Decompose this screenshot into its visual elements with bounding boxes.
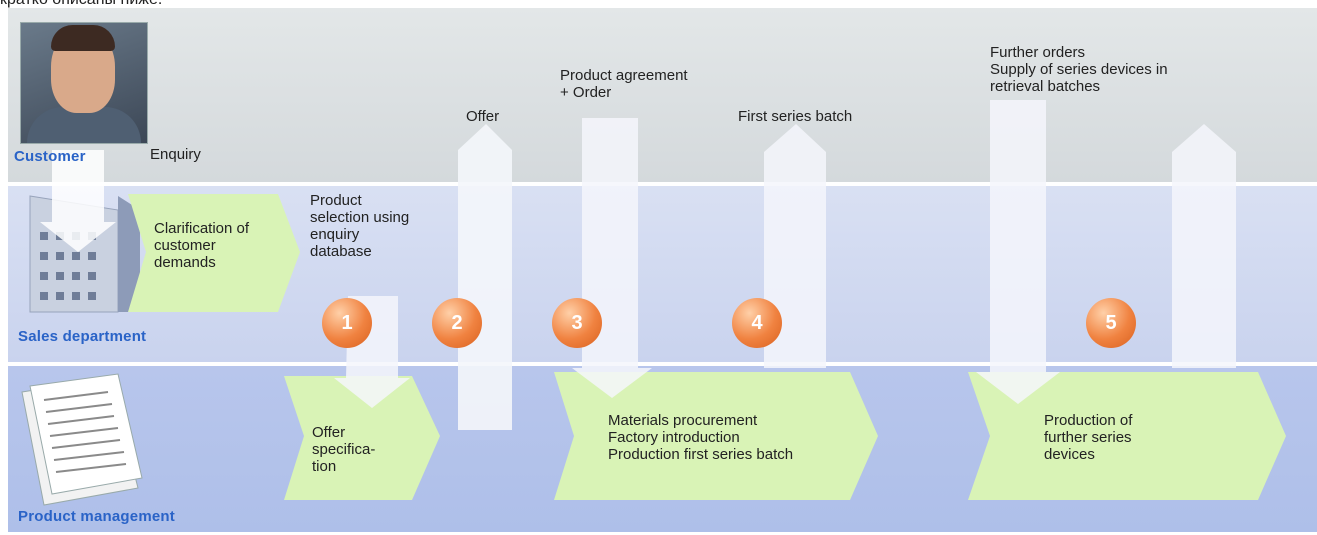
production-label: Production of further series devices xyxy=(1044,412,1133,463)
order-down-arrow xyxy=(572,118,652,398)
materials-chevron xyxy=(554,372,878,500)
offer-up-arrow xyxy=(458,124,512,430)
selection-label: Product selection using enquiry database xyxy=(310,192,410,260)
enquiry-label: Enquiry xyxy=(150,146,201,163)
supply-up-arrow xyxy=(1172,124,1236,368)
step-5-badge: 5 xyxy=(1086,298,1136,348)
offer-spec-chevron xyxy=(284,376,440,500)
step-3-badge: 3 xyxy=(552,298,602,348)
materials-label: Materials procurement Factory introducti… xyxy=(608,412,794,463)
clarification-label: Clarification of customer demands xyxy=(154,220,250,271)
documents-icon xyxy=(21,373,143,506)
customer-photo xyxy=(20,22,148,144)
top-caption: кратко описаны ниже. xyxy=(0,0,162,9)
lane-label-product: Product management xyxy=(18,508,175,525)
first-batch-up-arrow xyxy=(764,124,826,368)
step-2-badge: 2 xyxy=(432,298,482,348)
agreement-label: Product agreement + Order xyxy=(560,67,688,101)
step-4-badge: 4 xyxy=(732,298,782,348)
lane-label-sales: Sales department xyxy=(18,328,147,345)
offer-label: Offer xyxy=(466,108,500,125)
clarification-chevron xyxy=(128,194,300,312)
photo-hair xyxy=(51,25,115,51)
production-chevron xyxy=(968,372,1286,500)
further-orders-down-arrow xyxy=(976,100,1060,404)
photo-suit xyxy=(27,107,141,143)
customer-lane xyxy=(8,8,1317,182)
first-batch-label: First series batch xyxy=(738,108,853,125)
further-orders-label: Further orders Supply of series devices … xyxy=(990,44,1168,95)
offer-spec-label: Offer specifica- tion xyxy=(312,424,376,475)
step-1-badge: 1 xyxy=(322,298,372,348)
enquiry-arrow xyxy=(40,150,116,252)
lane-label-customer: Customer xyxy=(14,148,86,165)
